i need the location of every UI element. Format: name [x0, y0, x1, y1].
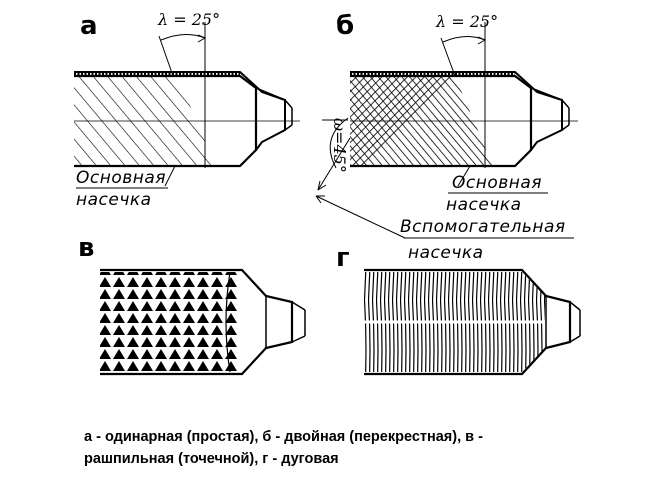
panel-g: г — [336, 243, 581, 376]
file-teeth-diagram: а λ = 25° Основная насечка б — [74, 10, 581, 376]
caption-line-2: рашпильная (точечной), г - дуговая — [84, 451, 339, 467]
panel-a-letter: а — [80, 11, 98, 41]
panel-b-letter: б — [336, 11, 354, 41]
auxiliary-cut-label-1: Вспомогательная — [400, 217, 566, 237]
panel-b-omega-label: ω=45° — [330, 118, 349, 173]
file-a-body — [74, 71, 300, 168]
panel-v: в — [78, 233, 306, 376]
double-cut-teeth — [350, 76, 493, 166]
panel-a: а λ = 25° Основная насечка — [74, 10, 300, 210]
panel-b-angle-label: λ = 25° — [435, 12, 498, 31]
rasp-cut-teeth — [100, 272, 238, 372]
panel-a-angle-label: λ = 25° — [157, 10, 220, 29]
panel-b-main-cut-label-1: Основная — [452, 173, 542, 193]
single-cut-teeth — [74, 76, 215, 166]
panel-b-main-cut-label-2: насечка — [446, 195, 522, 215]
file-v-body — [100, 268, 306, 376]
panel-a-main-cut-label-2: насечка — [76, 190, 152, 210]
file-b-body — [350, 71, 578, 168]
panel-a-main-cut-label-1: Основная — [76, 168, 166, 188]
panel-b: б λ = 25° ω=45° Основная насечка — [322, 11, 578, 215]
panel-v-letter: в — [78, 233, 94, 263]
panel-g-letter: г — [336, 243, 350, 273]
curved-cut-teeth — [364, 272, 545, 372]
file-g-body — [364, 268, 581, 376]
caption-line-1: а - одинарная (простая), б - двойная (пе… — [84, 429, 483, 445]
figure-caption: а - одинарная (простая), б - двойная (пе… — [84, 426, 604, 470]
auxiliary-cut-callout: Вспомогательная насечка — [315, 137, 574, 263]
auxiliary-cut-label-2: насечка — [408, 243, 484, 263]
